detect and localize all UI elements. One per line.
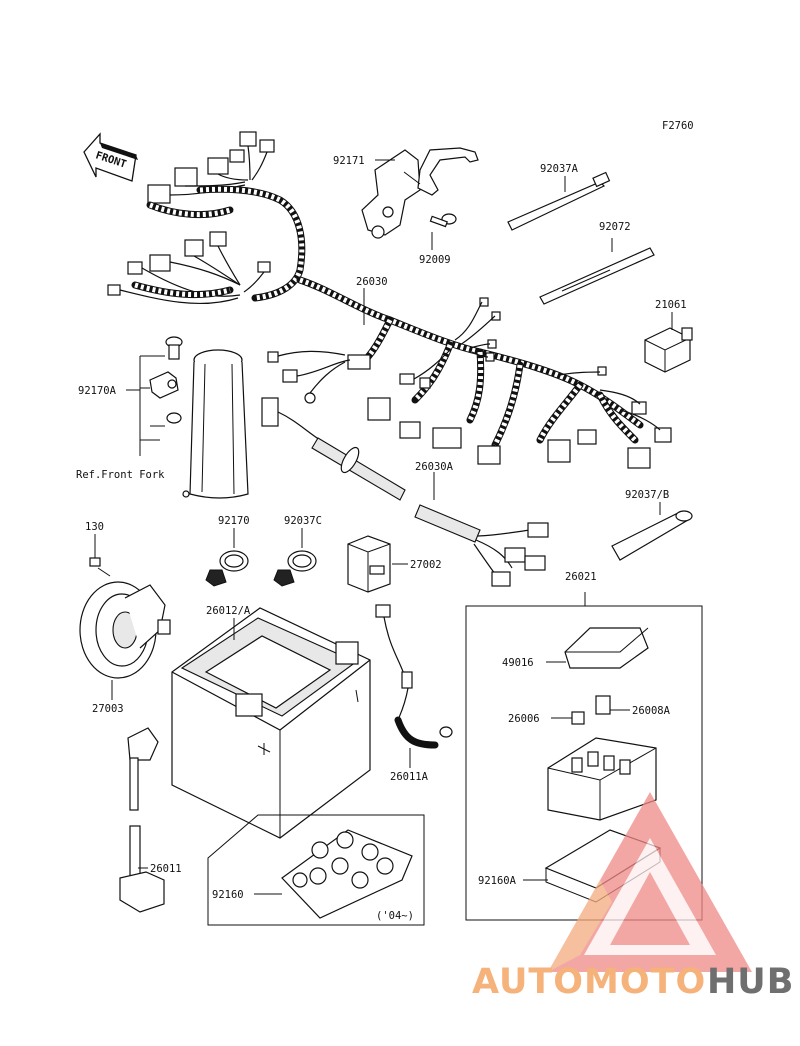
- strap-92037B: [611, 510, 693, 561]
- clamp-92170A: [139, 336, 183, 456]
- front-arrow-icon: FRONT: [83, 132, 138, 182]
- label-27003: 27003: [92, 703, 124, 715]
- fork-cover: [182, 349, 249, 499]
- label-26030A: 26030A: [415, 461, 454, 473]
- label-26011: 26011: [150, 863, 182, 875]
- label-26030: 26030: [356, 276, 388, 288]
- main-wiring-harness: [107, 131, 672, 469]
- label-26011A: 26011A: [390, 771, 429, 783]
- cable-26011A: [375, 604, 453, 749]
- label-92170: 92170: [218, 515, 250, 527]
- label-26012A: 26012/A: [206, 605, 251, 617]
- relay-27002: [347, 535, 391, 593]
- label-49016: 49016: [502, 657, 534, 669]
- watermark-logo: AUTOMOTO HUB: [472, 792, 794, 1002]
- clamp-92170: [205, 550, 249, 587]
- horn-27003: [79, 557, 171, 679]
- battery-tray-92160: [207, 814, 425, 926]
- battery-26012A: [171, 607, 371, 839]
- label-92037B: 92037/B: [625, 489, 669, 501]
- label-130: 130: [85, 521, 104, 533]
- figure-code: F2760: [662, 120, 694, 132]
- label-27002: 27002: [410, 559, 442, 571]
- label-92171: 92171: [333, 155, 365, 167]
- cable-26011: [119, 727, 165, 913]
- label-92160A: 92160A: [478, 875, 517, 887]
- label-26006: 26006: [508, 713, 540, 725]
- label-92037C: 92037C: [284, 515, 322, 527]
- relay-21061: [644, 327, 693, 373]
- label-26021: 26021: [565, 571, 597, 583]
- label-92160: 92160: [212, 889, 244, 901]
- label-ref-front-fork: Ref.Front Fork: [76, 469, 165, 481]
- bolt-92009: [429, 213, 457, 228]
- part-labels: 92171 92037A 92072 92009 26030 21061 921…: [76, 155, 687, 922]
- handlebar-harness: [261, 397, 549, 587]
- label-92037A: 92037A: [540, 163, 579, 175]
- triangle-logo-icon: [548, 792, 752, 972]
- band-92072: [539, 247, 655, 305]
- clamp-92037C: [273, 550, 317, 587]
- label-92009: 92009: [419, 254, 451, 266]
- label-26008A: 26008A: [632, 705, 671, 717]
- leader-lines: [94, 159, 673, 895]
- label-21061: 21061: [655, 299, 687, 311]
- label-year-note: ('04~): [376, 910, 414, 922]
- strap-92037A: [507, 171, 611, 231]
- watermark-brand-part2: HUB: [707, 962, 794, 1002]
- label-92170A: 92170A: [78, 385, 117, 397]
- watermark-brand-part1: AUTOMOTO: [472, 962, 706, 1002]
- label-92072: 92072: [599, 221, 631, 233]
- bracket-92171: [361, 147, 479, 239]
